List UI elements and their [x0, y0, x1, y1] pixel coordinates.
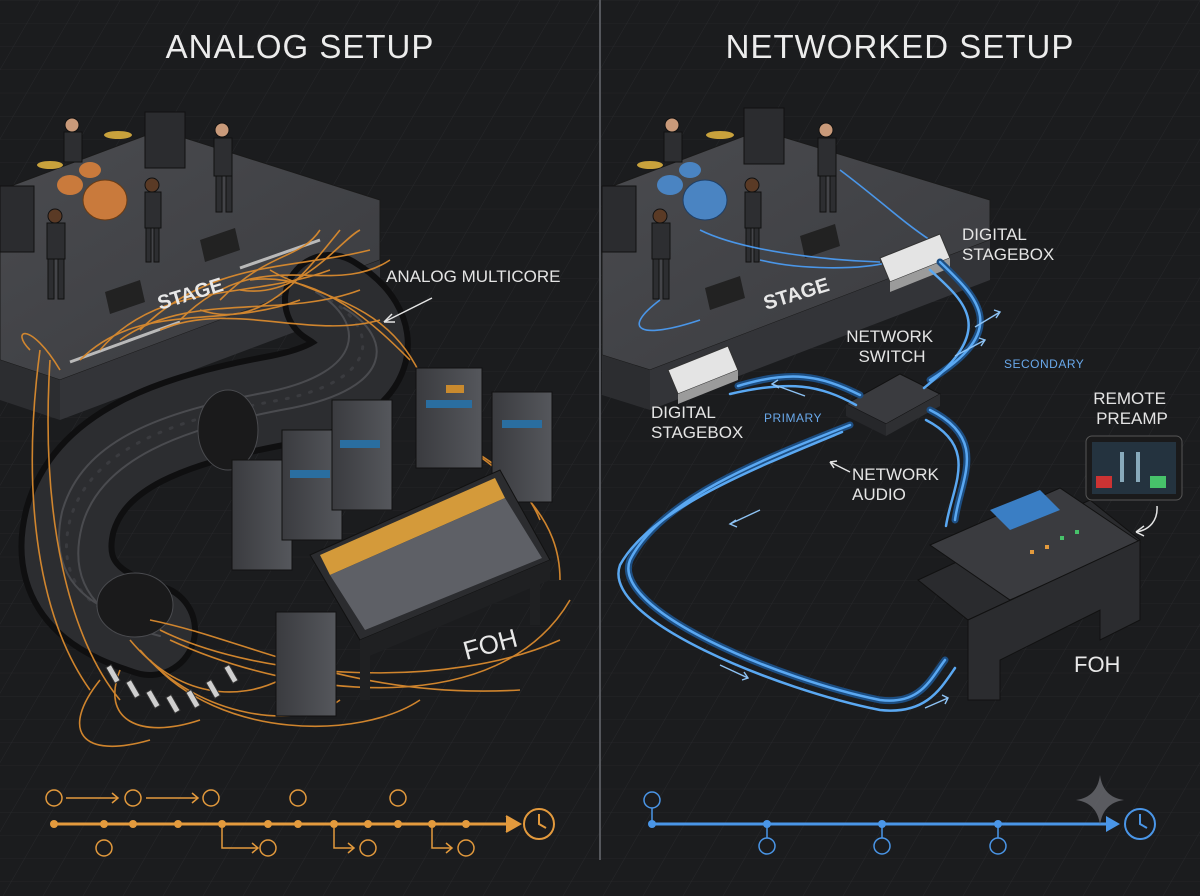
stagebox-top-label: DIGITAL STAGEBOX: [962, 225, 1054, 264]
monitor-wedge-icon: [200, 228, 240, 262]
arrow-icon: [383, 297, 433, 323]
networked-foh-label: FOH: [1074, 652, 1120, 677]
drum-kit-icon: [637, 131, 734, 221]
remote-preamp-tablet: [1085, 435, 1183, 501]
amp-icon: [0, 185, 35, 253]
digital-mixing-console: [917, 487, 1142, 701]
digital-stagebox-left: [667, 345, 739, 404]
drum-kit-icon: [37, 131, 132, 221]
arrow-icon: [829, 461, 851, 473]
monitor-wedge-icon: [705, 276, 745, 310]
analog-panel: STAGE FOH ANALOG MULTICORE: [0, 111, 571, 857]
musician-icon: [46, 117, 233, 300]
networked-title: NETWORKED SETUP: [725, 28, 1075, 65]
networked-timeline: [643, 791, 1156, 855]
sparkle-icon: [1076, 775, 1124, 825]
arrow-icon: [1135, 505, 1158, 533]
panel-divider: [599, 0, 601, 860]
analog-title: ANALOG SETUP: [165, 28, 435, 65]
network-audio-label: NETWORK AUDIO: [852, 465, 944, 504]
stagebox-left-label: DIGITAL STAGEBOX: [651, 403, 743, 442]
primary-label: PRIMARY: [764, 411, 822, 425]
analog-mixing-console: [309, 469, 551, 700]
digital-stagebox-top: [879, 233, 951, 292]
network-switch-label: NETWORK SWITCH: [846, 327, 938, 366]
clock-icon: [643, 791, 1156, 855]
networked-panel: STAGE DIGITAL STAGEBOX DIGITAL STAGEBOX …: [601, 107, 1183, 855]
clock-icon: [45, 789, 555, 857]
network-cables: [617, 258, 984, 712]
monitor-wedge-icon: [105, 280, 145, 314]
monitor-wedge-icon: [800, 224, 840, 258]
analog-multicore-cable: [18, 252, 411, 678]
remote-preamp-label: REMOTE PREAMP: [1093, 389, 1170, 428]
amp-icon: [144, 111, 186, 169]
xlr-connector-icon: [105, 664, 239, 714]
analog-multicore-label: ANALOG MULTICORE: [386, 267, 560, 286]
network-switch: [844, 373, 942, 436]
analog-cable-fan: [21, 229, 571, 748]
musician-icon: [651, 117, 837, 300]
amp-icon: [743, 107, 785, 165]
amp-icon: [601, 185, 637, 253]
secondary-label: SECONDARY: [1004, 357, 1084, 371]
